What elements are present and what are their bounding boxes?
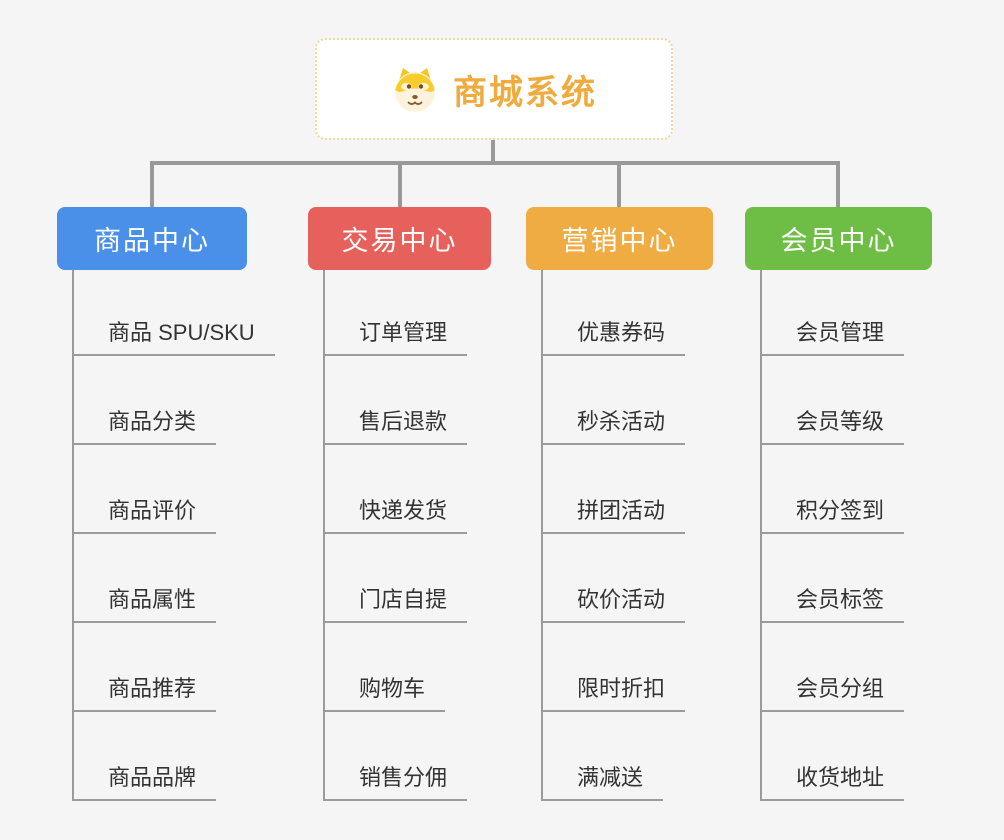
- connector-drop-product: [150, 161, 154, 208]
- leaf-node[interactable]: 会员管理: [760, 315, 905, 356]
- branch-children-member-center: 会员管理 会员等级 积分签到 会员标签 会员分组 收货地址: [760, 267, 1004, 801]
- leaf-node[interactable]: 砍价活动: [541, 582, 686, 623]
- branch-children-product-center: 商品 SPU/SKU 商品分类 商品评价 商品属性 商品推荐 商品品牌: [72, 267, 322, 801]
- connector-root-stem: [491, 138, 495, 164]
- branch-label: 商品中心: [94, 226, 210, 256]
- leaf-node[interactable]: 优惠券码: [541, 315, 686, 356]
- leaf-node[interactable]: 会员等级: [760, 404, 905, 445]
- leaf-node[interactable]: 门店自提: [323, 582, 468, 623]
- branch-node-member-center[interactable]: 会员中心: [745, 207, 932, 270]
- branch-children-trade-center: 订单管理 售后退款 快递发货 门店自提 购物车 销售分佣: [323, 267, 573, 801]
- leaf-node[interactable]: 商品属性: [72, 582, 217, 623]
- leaf-node[interactable]: 会员标签: [760, 582, 905, 623]
- branch-node-trade-center[interactable]: 交易中心: [308, 207, 491, 270]
- connector-horizontal-bar: [150, 161, 840, 165]
- leaf-node[interactable]: 商品 SPU/SKU: [72, 315, 275, 356]
- leaf-node[interactable]: 订单管理: [323, 315, 468, 356]
- root-title: 商城系统: [453, 73, 597, 112]
- leaf-node[interactable]: 积分签到: [760, 493, 905, 534]
- leaf-node[interactable]: 商品评价: [72, 493, 217, 534]
- leaf-node[interactable]: 秒杀活动: [541, 404, 686, 445]
- branch-label: 会员中心: [780, 226, 897, 256]
- leaf-node[interactable]: 商品推荐: [72, 671, 217, 712]
- root-node[interactable]: 商城系统: [315, 38, 673, 140]
- branch-node-product-center[interactable]: 商品中心: [57, 207, 247, 270]
- connector-trunk: [323, 270, 325, 801]
- leaf-node[interactable]: 满减送: [541, 760, 664, 801]
- connector-trunk: [72, 270, 74, 801]
- leaf-node[interactable]: 商品分类: [72, 404, 217, 445]
- leaf-node[interactable]: 会员分组: [760, 671, 905, 712]
- connector-drop-trade: [398, 161, 402, 208]
- branch-node-marketing-center[interactable]: 营销中心: [526, 207, 713, 270]
- leaf-node[interactable]: 收货地址: [760, 760, 905, 801]
- dog-face-icon: [391, 65, 439, 113]
- connector-drop-member: [836, 161, 840, 208]
- branch-children-marketing-center: 优惠券码 秒杀活动 拼团活动 砍价活动 限时折扣 满减送: [541, 267, 791, 801]
- connector-trunk: [760, 270, 762, 801]
- leaf-node[interactable]: 拼团活动: [541, 493, 686, 534]
- leaf-node[interactable]: 销售分佣: [323, 760, 468, 801]
- leaf-node[interactable]: 售后退款: [323, 404, 468, 445]
- connector-drop-marketing: [617, 161, 621, 208]
- branch-label: 营销中心: [561, 226, 678, 256]
- connector-trunk: [541, 270, 543, 801]
- leaf-node[interactable]: 购物车: [323, 671, 446, 712]
- leaf-node[interactable]: 限时折扣: [541, 671, 686, 712]
- branch-label: 交易中心: [341, 226, 458, 256]
- leaf-node[interactable]: 快递发货: [323, 493, 468, 534]
- leaf-node[interactable]: 商品品牌: [72, 760, 217, 801]
